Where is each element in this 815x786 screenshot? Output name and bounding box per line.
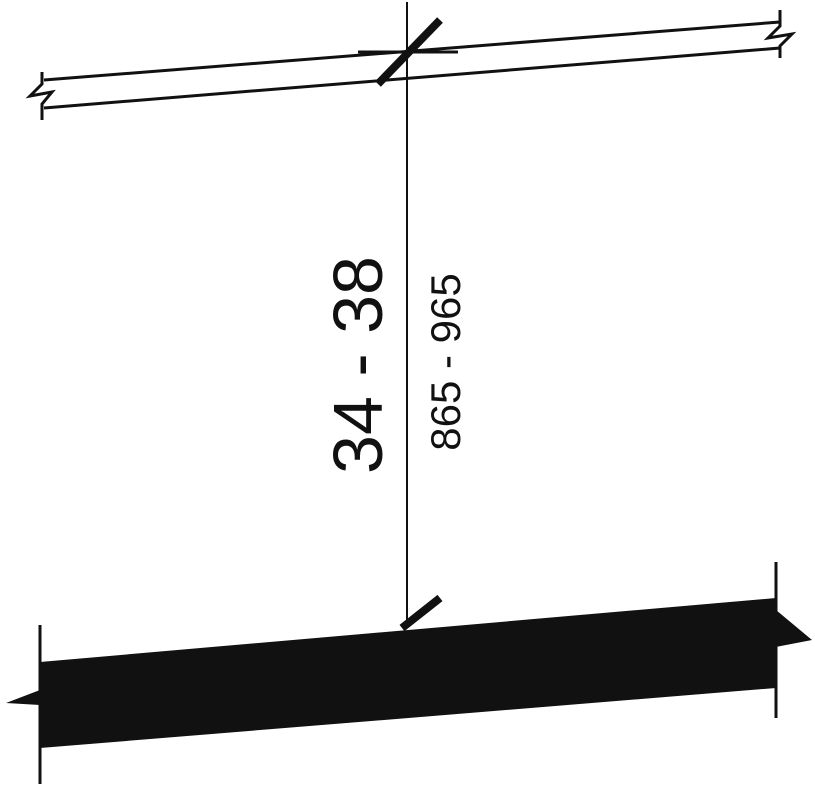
handrail-left-break-mark: [25, 72, 56, 120]
tread-slab: [40, 598, 776, 748]
metric-dimension-label: 865 - 965: [422, 273, 469, 450]
height-dimension: 34 - 38 865 - 965: [319, 2, 469, 632]
handrail-right-break-mark: [763, 10, 797, 58]
tread-right-break-mark: [760, 610, 812, 668]
stair-tread: [6, 562, 812, 784]
imperial-dimension-label: 34 - 38: [319, 256, 397, 474]
top-dimension-tick: [375, 17, 443, 87]
bottom-dimension-tick: [399, 594, 443, 632]
handrail: [25, 10, 797, 120]
handrail-bottom-edge: [43, 46, 781, 110]
tread-left-break-mark: [6, 690, 60, 730]
